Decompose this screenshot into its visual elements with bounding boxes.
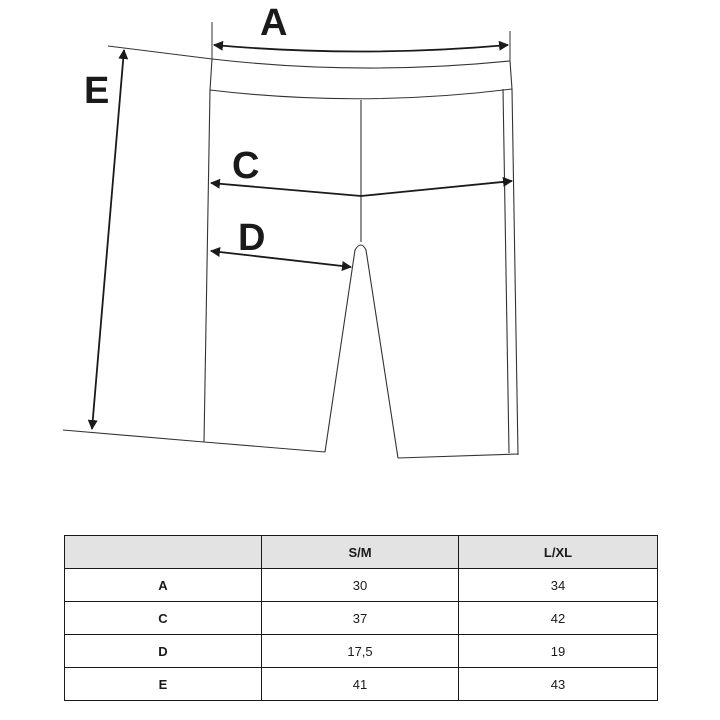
row-label: C bbox=[64, 601, 262, 635]
arrow-a bbox=[213, 40, 509, 53]
cell-lxl: 43 bbox=[458, 667, 658, 701]
cell-sm: 17,5 bbox=[261, 634, 459, 668]
dimension-ticks bbox=[211, 22, 511, 61]
measurement-arrows bbox=[87, 40, 513, 430]
table-row: E 41 43 bbox=[64, 667, 658, 701]
header-cell-empty bbox=[64, 535, 262, 569]
arrow-d bbox=[210, 247, 352, 271]
shorts-outline bbox=[62, 45, 519, 459]
cell-lxl: 19 bbox=[458, 634, 658, 668]
arrow-e bbox=[87, 49, 129, 430]
cell-sm: 41 bbox=[261, 667, 459, 701]
table-row: A 30 34 bbox=[64, 568, 658, 602]
table-header-row: S/M L/XL bbox=[64, 535, 658, 569]
cell-sm: 37 bbox=[261, 601, 459, 635]
label-d: D bbox=[238, 217, 265, 259]
cell-lxl: 34 bbox=[458, 568, 658, 602]
label-a: A bbox=[260, 2, 287, 44]
header-cell-sm: S/M bbox=[261, 535, 459, 569]
header-cell-lxl: L/XL bbox=[458, 535, 658, 569]
row-label: A bbox=[64, 568, 262, 602]
row-label: E bbox=[64, 667, 262, 701]
cell-lxl: 42 bbox=[458, 601, 658, 635]
row-label: D bbox=[64, 634, 262, 668]
table-row: C 37 42 bbox=[64, 601, 658, 635]
label-c: C bbox=[232, 145, 259, 187]
label-e: E bbox=[84, 70, 109, 112]
cell-sm: 30 bbox=[261, 568, 459, 602]
shorts-measurement-diagram: A C D E bbox=[62, 2, 519, 459]
arrow-c bbox=[210, 176, 513, 197]
size-table: S/M L/XL A 30 34 C 37 42 D 17,5 19 E 41 … bbox=[64, 535, 658, 701]
table-row: D 17,5 19 bbox=[64, 634, 658, 668]
